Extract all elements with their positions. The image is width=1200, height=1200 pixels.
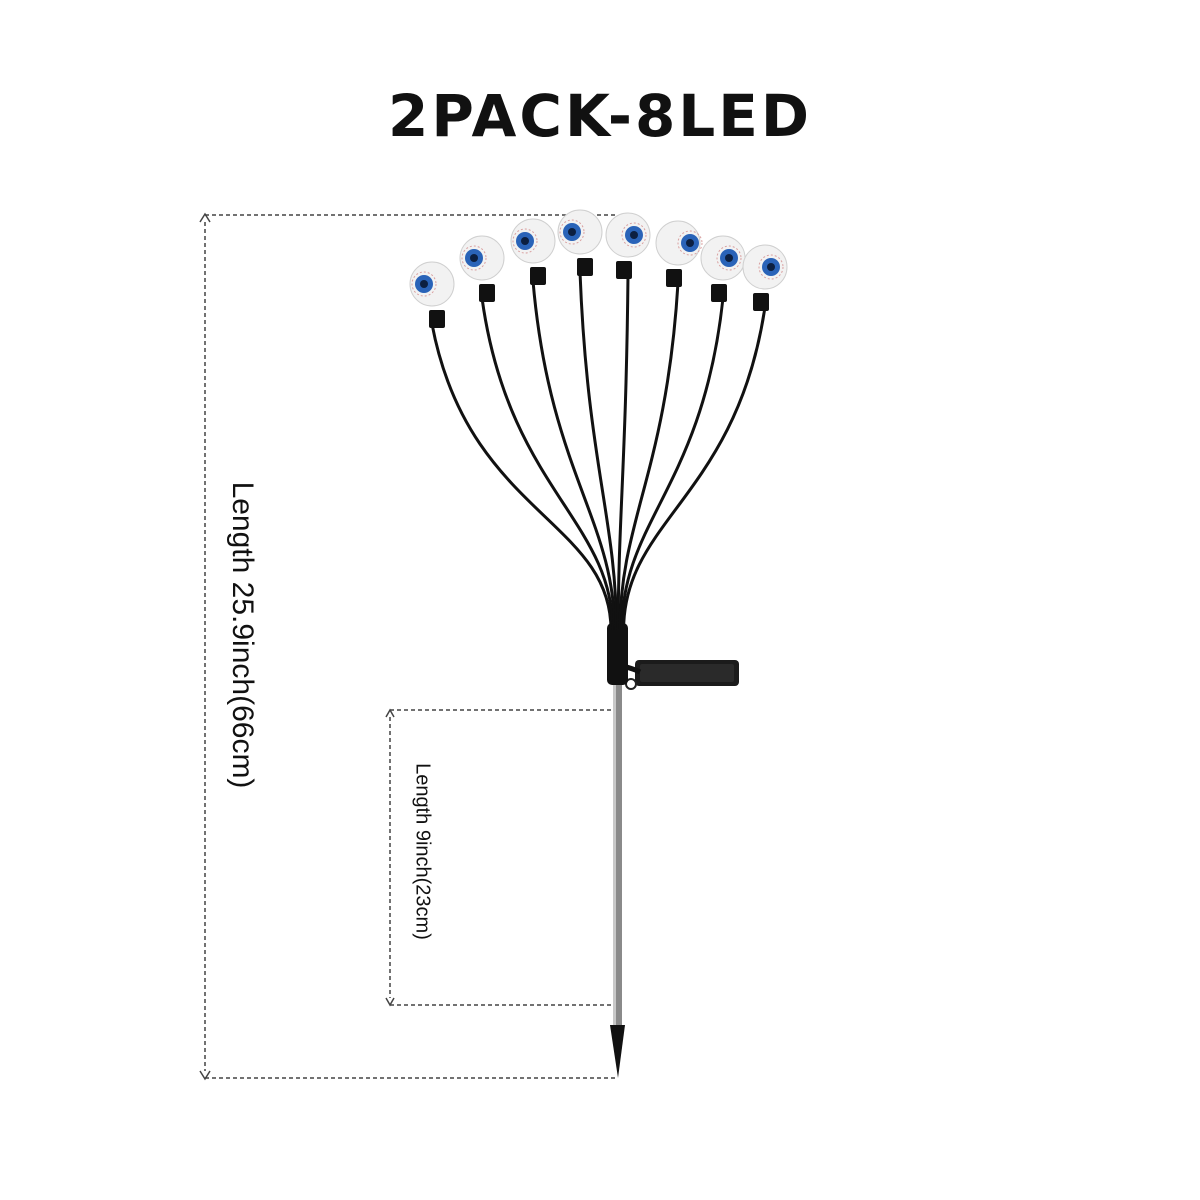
- eyeball-led: [409, 261, 455, 307]
- wire-hub: [607, 623, 628, 685]
- fiber-wires: [430, 271, 767, 631]
- led-cap: [753, 293, 769, 311]
- fiber-wire: [480, 297, 615, 631]
- eyeball-led: [459, 235, 505, 281]
- stake-length-dimension: [385, 708, 615, 1007]
- total-length-label: Length 25.9inch(66cm): [226, 481, 259, 789]
- stake-length-label: Length 9inch(23cm): [411, 763, 434, 940]
- eyeball-led: [655, 220, 703, 266]
- led-cap: [577, 258, 593, 276]
- eyeball-led: [557, 209, 603, 255]
- eyeball-leds: [409, 209, 788, 328]
- led-cap: [429, 310, 445, 328]
- product-title: 2PACK-8LED: [387, 82, 813, 150]
- eyeball-led: [700, 235, 746, 281]
- led-cap: [616, 261, 632, 279]
- ground-stake: [610, 680, 625, 1078]
- fiber-wire: [620, 297, 725, 631]
- fiber-wire: [622, 306, 767, 631]
- total-length-dimension: [199, 212, 618, 1081]
- led-cap: [479, 284, 495, 302]
- solar-panel: [617, 660, 739, 690]
- fiber-wire: [618, 282, 680, 631]
- fiber-wire: [616, 274, 630, 631]
- fiber-wire: [430, 323, 613, 631]
- eyeball-led: [742, 244, 788, 290]
- eyeball-led: [510, 218, 556, 264]
- led-cap: [711, 284, 727, 302]
- fiber-wire: [531, 280, 617, 631]
- fiber-wire: [578, 271, 618, 631]
- eyeball-led: [605, 212, 651, 258]
- led-cap: [666, 269, 682, 287]
- led-cap: [530, 267, 546, 285]
